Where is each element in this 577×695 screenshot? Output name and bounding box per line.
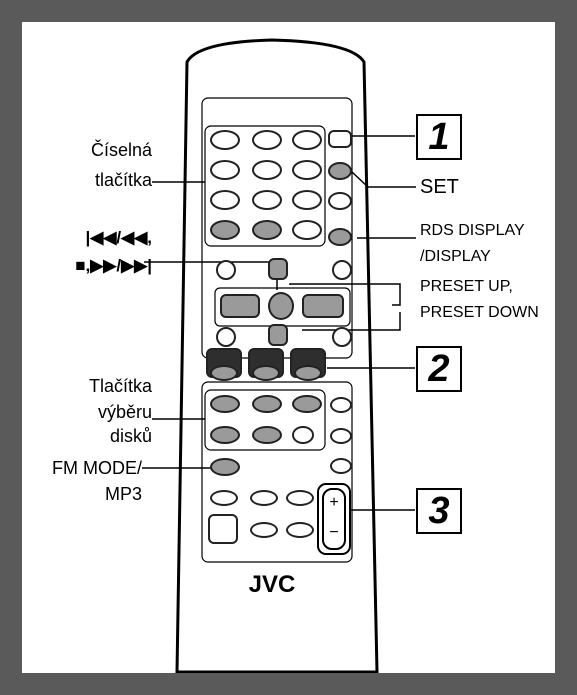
disc-label-line2: výběru xyxy=(97,402,152,422)
numeric-label-line1: Číselná xyxy=(90,140,152,160)
num-button-6[interactable] xyxy=(292,160,322,180)
rds-display-label-line2: /DISPLAY xyxy=(420,248,491,265)
lower-button-4[interactable] xyxy=(250,522,278,538)
disc-side-button-2[interactable] xyxy=(330,428,352,444)
num-button-1[interactable] xyxy=(210,130,240,150)
diagram-panel: JVC xyxy=(22,22,555,673)
num-button-extra[interactable] xyxy=(292,220,322,240)
num-button-2[interactable] xyxy=(252,130,282,150)
volume-group-outline xyxy=(317,483,351,555)
brand-logo: JVC xyxy=(249,571,296,598)
num-button-4[interactable] xyxy=(210,160,240,180)
num-button-10[interactable] xyxy=(210,220,240,240)
set-label: SET xyxy=(420,176,459,198)
leader-preset-a xyxy=(289,283,401,306)
step-number-2: 2 xyxy=(416,346,462,392)
disc-button-2[interactable] xyxy=(252,395,282,413)
rewind-button[interactable] xyxy=(220,294,260,318)
volume-rocker[interactable]: + − xyxy=(322,488,346,550)
numeric-group-outline xyxy=(204,125,326,247)
fm-mode-button[interactable] xyxy=(210,458,240,476)
preset-down-button[interactable] xyxy=(268,324,288,346)
disc-button-4[interactable] xyxy=(210,426,240,444)
lower-button-1[interactable] xyxy=(210,490,238,506)
remote-drawing: JVC xyxy=(142,38,416,673)
numeric-label-line2: tlačítka xyxy=(94,170,152,190)
power-button[interactable] xyxy=(328,130,352,148)
rds-display-label-line1: RDS DISPLAY xyxy=(420,222,525,239)
stop-button[interactable] xyxy=(268,292,294,320)
right-button-3[interactable] xyxy=(328,192,352,210)
disc-side-button-1[interactable] xyxy=(330,397,352,413)
step-number-1: 1 xyxy=(416,114,462,160)
transport-right-round[interactable] xyxy=(332,260,352,280)
num-button-7[interactable] xyxy=(210,190,240,210)
num-button-0[interactable] xyxy=(252,220,282,240)
num-button-8[interactable] xyxy=(252,190,282,210)
disc-button-1[interactable] xyxy=(210,395,240,413)
preset-up-button[interactable] xyxy=(268,258,288,280)
source-oval-1[interactable] xyxy=(210,365,238,381)
lower-right-round[interactable] xyxy=(332,327,352,347)
disc-button-5[interactable] xyxy=(252,426,282,444)
volume-plus-label: + xyxy=(329,494,339,511)
step-number-3: 3 xyxy=(416,488,462,534)
lower-button-2[interactable] xyxy=(250,490,278,506)
transport-label-line2: ■,▶▶/▶▶| xyxy=(75,256,152,275)
forward-button[interactable] xyxy=(302,294,344,318)
source-oval-3[interactable] xyxy=(294,365,322,381)
disc-button-6[interactable] xyxy=(292,426,314,444)
rds-display-button[interactable] xyxy=(328,228,352,246)
volume-minus-label: − xyxy=(329,524,339,541)
lower-left-round[interactable] xyxy=(216,327,236,347)
preset-label-line1: PRESET UP, xyxy=(420,278,513,295)
fm-mode-label-line1: FM MODE/ xyxy=(52,458,142,478)
fm-mode-label-line2: MP3 xyxy=(104,484,142,504)
lower-button-rect[interactable] xyxy=(208,514,238,544)
source-oval-2[interactable] xyxy=(252,365,280,381)
lower-panel-outline xyxy=(201,381,353,563)
lower-button-3[interactable] xyxy=(286,490,314,506)
num-button-3[interactable] xyxy=(292,130,322,150)
num-button-9[interactable] xyxy=(292,190,322,210)
lower-right-button[interactable] xyxy=(330,458,352,474)
set-button[interactable] xyxy=(328,162,352,180)
disc-button-3[interactable] xyxy=(292,395,322,413)
disc-label-line1: Tlačítka xyxy=(88,376,152,396)
transport-label-line1: |◀◀/◀◀, xyxy=(85,228,153,247)
leader-set xyxy=(351,171,416,188)
preset-label-line2: PRESET DOWN xyxy=(420,304,539,321)
disc-group-outline xyxy=(204,389,326,451)
lower-button-5[interactable] xyxy=(286,522,314,538)
num-button-5[interactable] xyxy=(252,160,282,180)
transport-left-round[interactable] xyxy=(216,260,236,280)
disc-label-line3: disků xyxy=(109,426,152,446)
